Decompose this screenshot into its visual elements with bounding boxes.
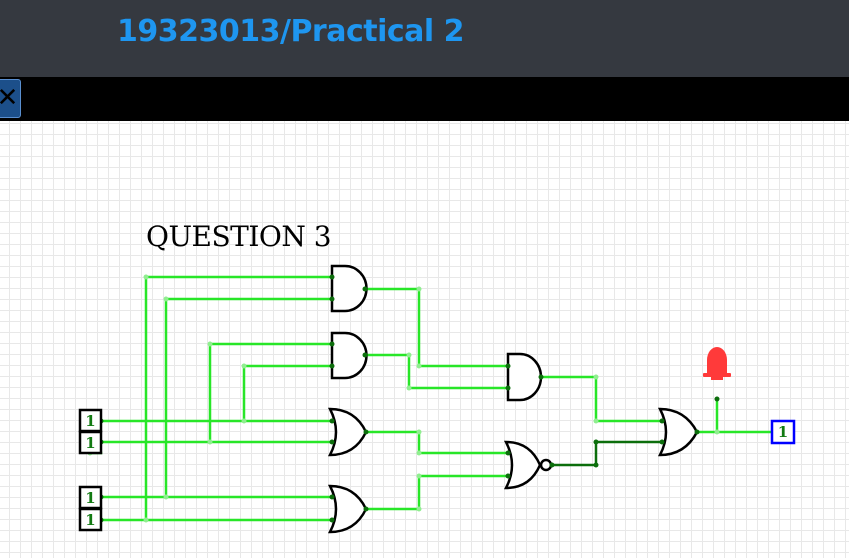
input-3-value: 1 — [85, 489, 95, 507]
wire-and1-out — [363, 287, 510, 368]
title-bar: 19323013/Practical 2 — [0, 0, 849, 77]
input-toggle-1[interactable]: 1 — [78, 408, 103, 433]
or-gate-final — [657, 407, 699, 457]
circuit-canvas[interactable]: QUESTION 3 — [0, 121, 849, 558]
circuit-diagram: 1 1 1 1 1 — [78, 264, 796, 534]
wire-nor-out — [552, 440, 662, 467]
wire-in3-branch — [164, 297, 334, 499]
toolbar: ✕ — [0, 77, 849, 121]
wire-in4-branch — [144, 275, 334, 522]
or-gate-3 — [327, 407, 368, 457]
circuit-label: QUESTION 3 — [146, 220, 332, 253]
project-title: 19323013/Practical 2 — [117, 14, 465, 49]
or-gate-4 — [327, 484, 368, 534]
input-toggle-2[interactable]: 1 — [78, 430, 103, 455]
and-gate-1 — [330, 264, 368, 313]
input-1-value: 1 — [85, 412, 95, 430]
close-button[interactable]: ✕ — [0, 79, 21, 118]
input-toggle-4[interactable]: 1 — [78, 507, 103, 532]
wire-and5-out — [539, 375, 664, 423]
wire-or3-out — [364, 430, 510, 455]
input-2-value: 1 — [85, 434, 95, 452]
output-value: 1 — [778, 423, 788, 441]
wire-and2-out — [363, 353, 510, 390]
and-gate-2 — [330, 331, 368, 380]
led-icon[interactable] — [703, 347, 731, 380]
close-icon: ✕ — [0, 83, 19, 113]
wire-or4-out — [364, 474, 510, 511]
input-4-value: 1 — [85, 511, 95, 529]
input-toggle-3[interactable]: 1 — [78, 485, 103, 510]
output-probe[interactable]: 1 — [770, 419, 796, 445]
wire-in1-branch — [242, 364, 334, 423]
wire-in2-branch — [208, 342, 334, 444]
and-gate-5 — [506, 352, 543, 402]
nor-gate — [503, 440, 553, 490]
